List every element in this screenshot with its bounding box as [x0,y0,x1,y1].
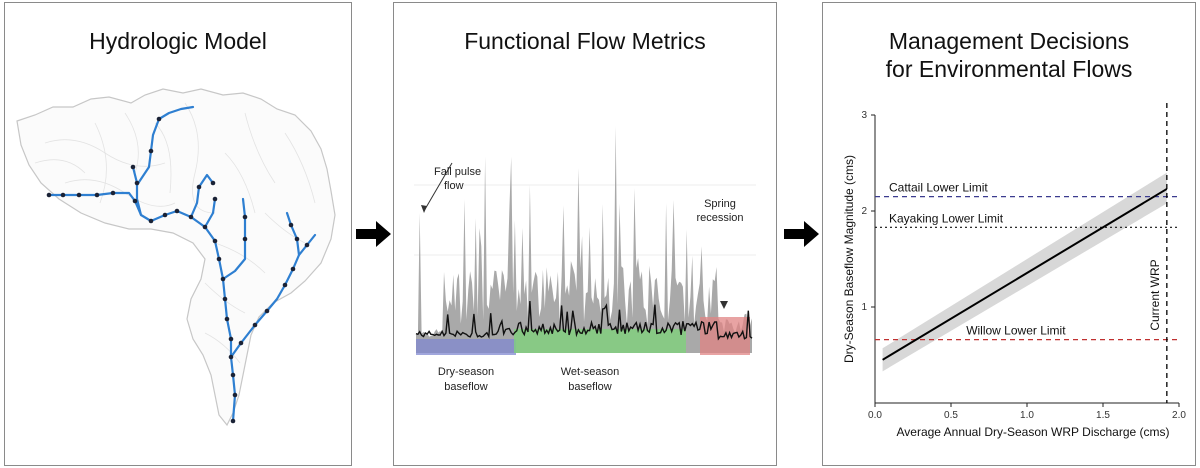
fit-line [882,188,1168,361]
gauge-node [188,214,194,220]
hydrologic-model-title: Hydrologic Model [89,28,267,54]
y-tick-label: 3 [861,110,867,121]
subbasin-lines [34,102,316,364]
gauge-node [156,116,162,122]
gauge-node [94,192,100,198]
arrow-right-icon [356,221,391,247]
median-flow-line [415,301,753,341]
gauge-node [264,308,270,314]
x-tick-label: 1.0 [1020,410,1034,421]
management-decisions-panel: Management Decisions for Environmental F… [822,2,1196,466]
pointer-arrowhead-icon [421,205,427,213]
gauge-node [242,236,248,242]
gauge-node [196,184,202,190]
gauge-node [238,340,244,346]
gauge-node [230,418,236,424]
gauge-node [212,238,218,244]
gauge-nodes [46,116,310,424]
gauge-node [110,190,116,196]
y-axis-label: Dry-Season Baseflow Magnitude (cms) [842,155,856,363]
flow-metrics-title: Functional Flow Metrics [464,28,706,54]
management-title-line2: for Environmental Flows [885,56,1133,82]
gauge-node [212,196,218,202]
wet-season-label-2: baseflow [568,381,611,393]
gauge-node [224,316,230,322]
functional-flow-metrics-panel: Functional Flow Metrics Fall pulse flow … [393,2,777,466]
gauge-node [132,198,138,204]
threshold-label: Cattail Lower Limit [889,181,988,195]
fall-pulse-pointer [423,162,453,212]
wet-season-label: Wet-season [561,366,620,378]
gauge-node [162,212,168,218]
confidence-band [882,172,1167,372]
dry-season-label-2: baseflow [444,381,487,393]
fall-pulse-label-2: flow [444,180,464,192]
gauge-node [252,322,258,328]
gauge-node [230,372,236,378]
current-wrp-label: Current WRP [1148,259,1162,330]
watershed-outline [16,88,336,427]
spring-recession-label: Spring [704,198,736,210]
hydrologic-model-panel: Hydrologic Model [4,2,352,466]
gauge-node [130,164,136,170]
gauge-node [228,354,234,360]
gauge-node [46,192,52,198]
gauge-node [134,180,140,186]
x-tick-label: 1.5 [1096,410,1110,421]
gauge-node [76,192,82,198]
gauge-node [304,242,310,248]
y-tick-label: 2 [861,206,867,217]
threshold-label: Kayaking Lower Limit [889,211,1004,225]
gauge-node [148,218,154,224]
y-tick-label: 1 [861,302,867,313]
gauge-node [242,214,248,220]
hydrograph: Fall pulse flow Spring recession Dry-sea… [414,126,756,393]
threshold-label: Willow Lower Limit [966,324,1066,338]
dry-season-label: Dry-season [438,366,494,378]
x-tick-label: 0.0 [868,410,882,421]
x-axis-label: Average Annual Dry-Season WRP Discharge … [897,425,1170,439]
gauge-node [232,392,238,398]
gauge-node [60,192,66,198]
gauge-node [288,222,294,228]
gauge-node [294,236,300,242]
x-tick-label: 2.0 [1172,410,1186,421]
gauge-node [216,256,222,262]
gauge-node [222,296,228,302]
gauge-node [228,336,234,342]
gauge-node [210,180,216,186]
gauge-node [174,208,180,214]
gauge-node [290,266,296,272]
spring-recession-label-2: recession [696,212,743,224]
gauge-node [202,224,208,230]
gauge-node [282,282,288,288]
watershed-map [16,88,336,427]
gauge-node [148,148,154,154]
gauge-node [220,276,226,282]
fall-pulse-label: Fall pulse [434,166,481,178]
management-title-line1: Management Decisions [888,28,1130,54]
arrow-right-icon [784,221,819,247]
spring-pointer-icon [720,301,728,309]
x-tick-label: 0.5 [944,410,958,421]
dry-season-band [416,339,516,355]
